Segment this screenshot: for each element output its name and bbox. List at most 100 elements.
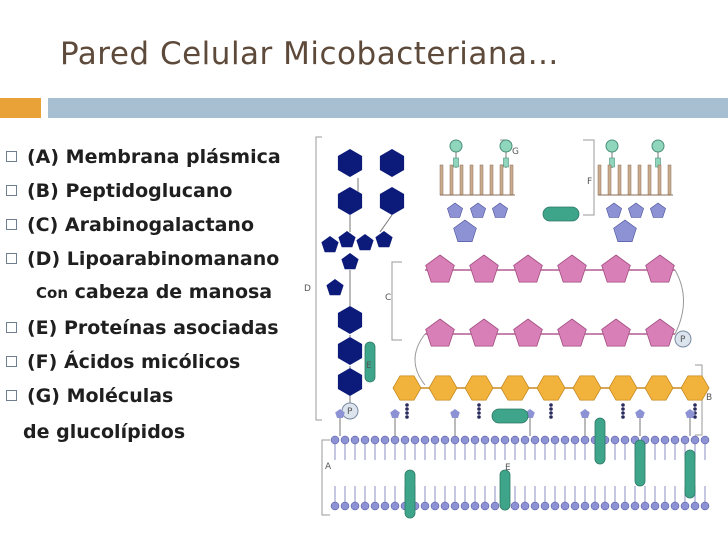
label-d: D bbox=[304, 284, 311, 294]
lipid-head bbox=[570, 501, 580, 511]
arabinogalactan-pentagon bbox=[557, 254, 587, 283]
mycolic-chain bbox=[607, 164, 612, 196]
mycolic-acids-group bbox=[439, 164, 673, 242]
lipid-head bbox=[500, 435, 510, 445]
bracket-line bbox=[391, 261, 402, 341]
bullet-d-rest: cabeza de manosa bbox=[74, 281, 273, 303]
lipid-head bbox=[330, 435, 340, 445]
bullet-f: (F) Ácidos micólicos bbox=[6, 351, 240, 373]
glycolipid-sugar bbox=[609, 157, 615, 168]
glycolipid-sugar bbox=[503, 157, 509, 168]
mannose-hexagon bbox=[337, 149, 363, 177]
peptide-bead bbox=[693, 415, 697, 419]
arabinogalactan-link bbox=[414, 333, 426, 386]
peptide-bead bbox=[693, 403, 697, 407]
peptidoglycan-hexagon bbox=[500, 375, 530, 401]
title-divider-bar bbox=[48, 98, 728, 118]
lipid-head bbox=[540, 501, 550, 511]
label-e2: E bbox=[505, 463, 511, 473]
lipid-head bbox=[630, 501, 640, 511]
peptide-bead bbox=[477, 403, 481, 407]
lipid-head bbox=[400, 435, 410, 445]
protein-shape bbox=[594, 417, 606, 465]
peptide-bead bbox=[621, 403, 625, 407]
mannose-link bbox=[379, 214, 393, 233]
protein-shape bbox=[684, 449, 696, 499]
lipid-head bbox=[690, 435, 700, 445]
mycolic-chain bbox=[469, 164, 474, 196]
lipid-head bbox=[460, 435, 470, 445]
lipid-head bbox=[560, 501, 570, 511]
mycolic-chain bbox=[499, 164, 504, 196]
peptide-bead bbox=[477, 415, 481, 419]
lipid-head bbox=[540, 435, 550, 445]
bullet-square-icon bbox=[6, 390, 17, 401]
peptide-bead bbox=[405, 411, 409, 415]
label-f: F bbox=[587, 177, 592, 187]
mycolic-chain bbox=[449, 164, 454, 196]
anchor-pentagon bbox=[390, 409, 400, 418]
mycolic-chain bbox=[597, 164, 602, 196]
anchor-pentagon bbox=[685, 409, 695, 418]
label-p1: P bbox=[680, 335, 686, 345]
label-c: C bbox=[385, 293, 391, 303]
anchor-pentagon bbox=[635, 409, 645, 418]
label-a: A bbox=[325, 462, 332, 472]
bracket-line bbox=[583, 139, 595, 216]
protein-shape bbox=[491, 408, 529, 424]
lipid-head bbox=[660, 435, 670, 445]
lipid-head bbox=[550, 501, 560, 511]
slide-title: Pared Celular Micobacteriana… bbox=[60, 36, 559, 72]
lipid-head bbox=[460, 501, 470, 511]
lipid-head bbox=[520, 435, 530, 445]
peptide-bead bbox=[549, 415, 553, 419]
lipid-head bbox=[610, 435, 620, 445]
mannose-pentagon bbox=[326, 279, 344, 296]
protein-shape bbox=[404, 469, 416, 519]
lipid-head bbox=[450, 501, 460, 511]
arabinose-pentagon bbox=[650, 202, 666, 218]
bullet-b: (B) Peptidoglucano bbox=[6, 180, 232, 202]
membrane-group bbox=[330, 409, 710, 511]
bullet-g: (G) Moléculas bbox=[6, 385, 173, 407]
peptide-bead bbox=[549, 411, 553, 415]
peptide-bead bbox=[621, 411, 625, 415]
peptidoglycan-hexagon bbox=[680, 375, 710, 401]
bullet-square-icon bbox=[6, 322, 17, 333]
glycolipid-head bbox=[651, 139, 665, 153]
mannose-pentagon bbox=[338, 231, 356, 248]
lipid-head bbox=[570, 435, 580, 445]
mycolic-chain bbox=[509, 164, 514, 196]
peptide-bead bbox=[621, 407, 625, 411]
mannose-pentagon bbox=[321, 236, 339, 253]
anchor-pentagon bbox=[580, 409, 590, 418]
lipid-head bbox=[370, 435, 380, 445]
lipid-head bbox=[620, 435, 630, 445]
lipid-head bbox=[360, 435, 370, 445]
lipid-head bbox=[700, 501, 710, 511]
peptide-bead bbox=[477, 407, 481, 411]
label-p2: P bbox=[347, 407, 353, 417]
lipid-head bbox=[650, 501, 660, 511]
lipid-head bbox=[690, 501, 700, 511]
lipid-head bbox=[440, 435, 450, 445]
bullet-d-continuation: Con cabeza de manosa bbox=[36, 281, 272, 303]
mycolic-chain bbox=[647, 164, 652, 196]
lipid-head bbox=[480, 501, 490, 511]
lipid-head bbox=[510, 501, 520, 511]
protein-shape bbox=[499, 469, 511, 511]
bracket-line bbox=[315, 136, 322, 421]
bullet-text: (A) Membrana plásmica bbox=[27, 146, 281, 168]
lipid-head bbox=[380, 435, 390, 445]
bullet-text: (F) Ácidos micólicos bbox=[27, 351, 241, 373]
mannose-hexagon bbox=[337, 368, 363, 396]
lipid-head bbox=[610, 501, 620, 511]
peptidoglycan-hexagon bbox=[392, 375, 422, 401]
mycolic-chain bbox=[459, 164, 464, 196]
lipid-head bbox=[450, 435, 460, 445]
peptidoglycan-hexagon bbox=[572, 375, 602, 401]
mannose-hexagon bbox=[337, 306, 363, 334]
lipid-head bbox=[670, 501, 680, 511]
lipid-head bbox=[370, 501, 380, 511]
arabinogalactan-pentagon bbox=[425, 318, 455, 347]
